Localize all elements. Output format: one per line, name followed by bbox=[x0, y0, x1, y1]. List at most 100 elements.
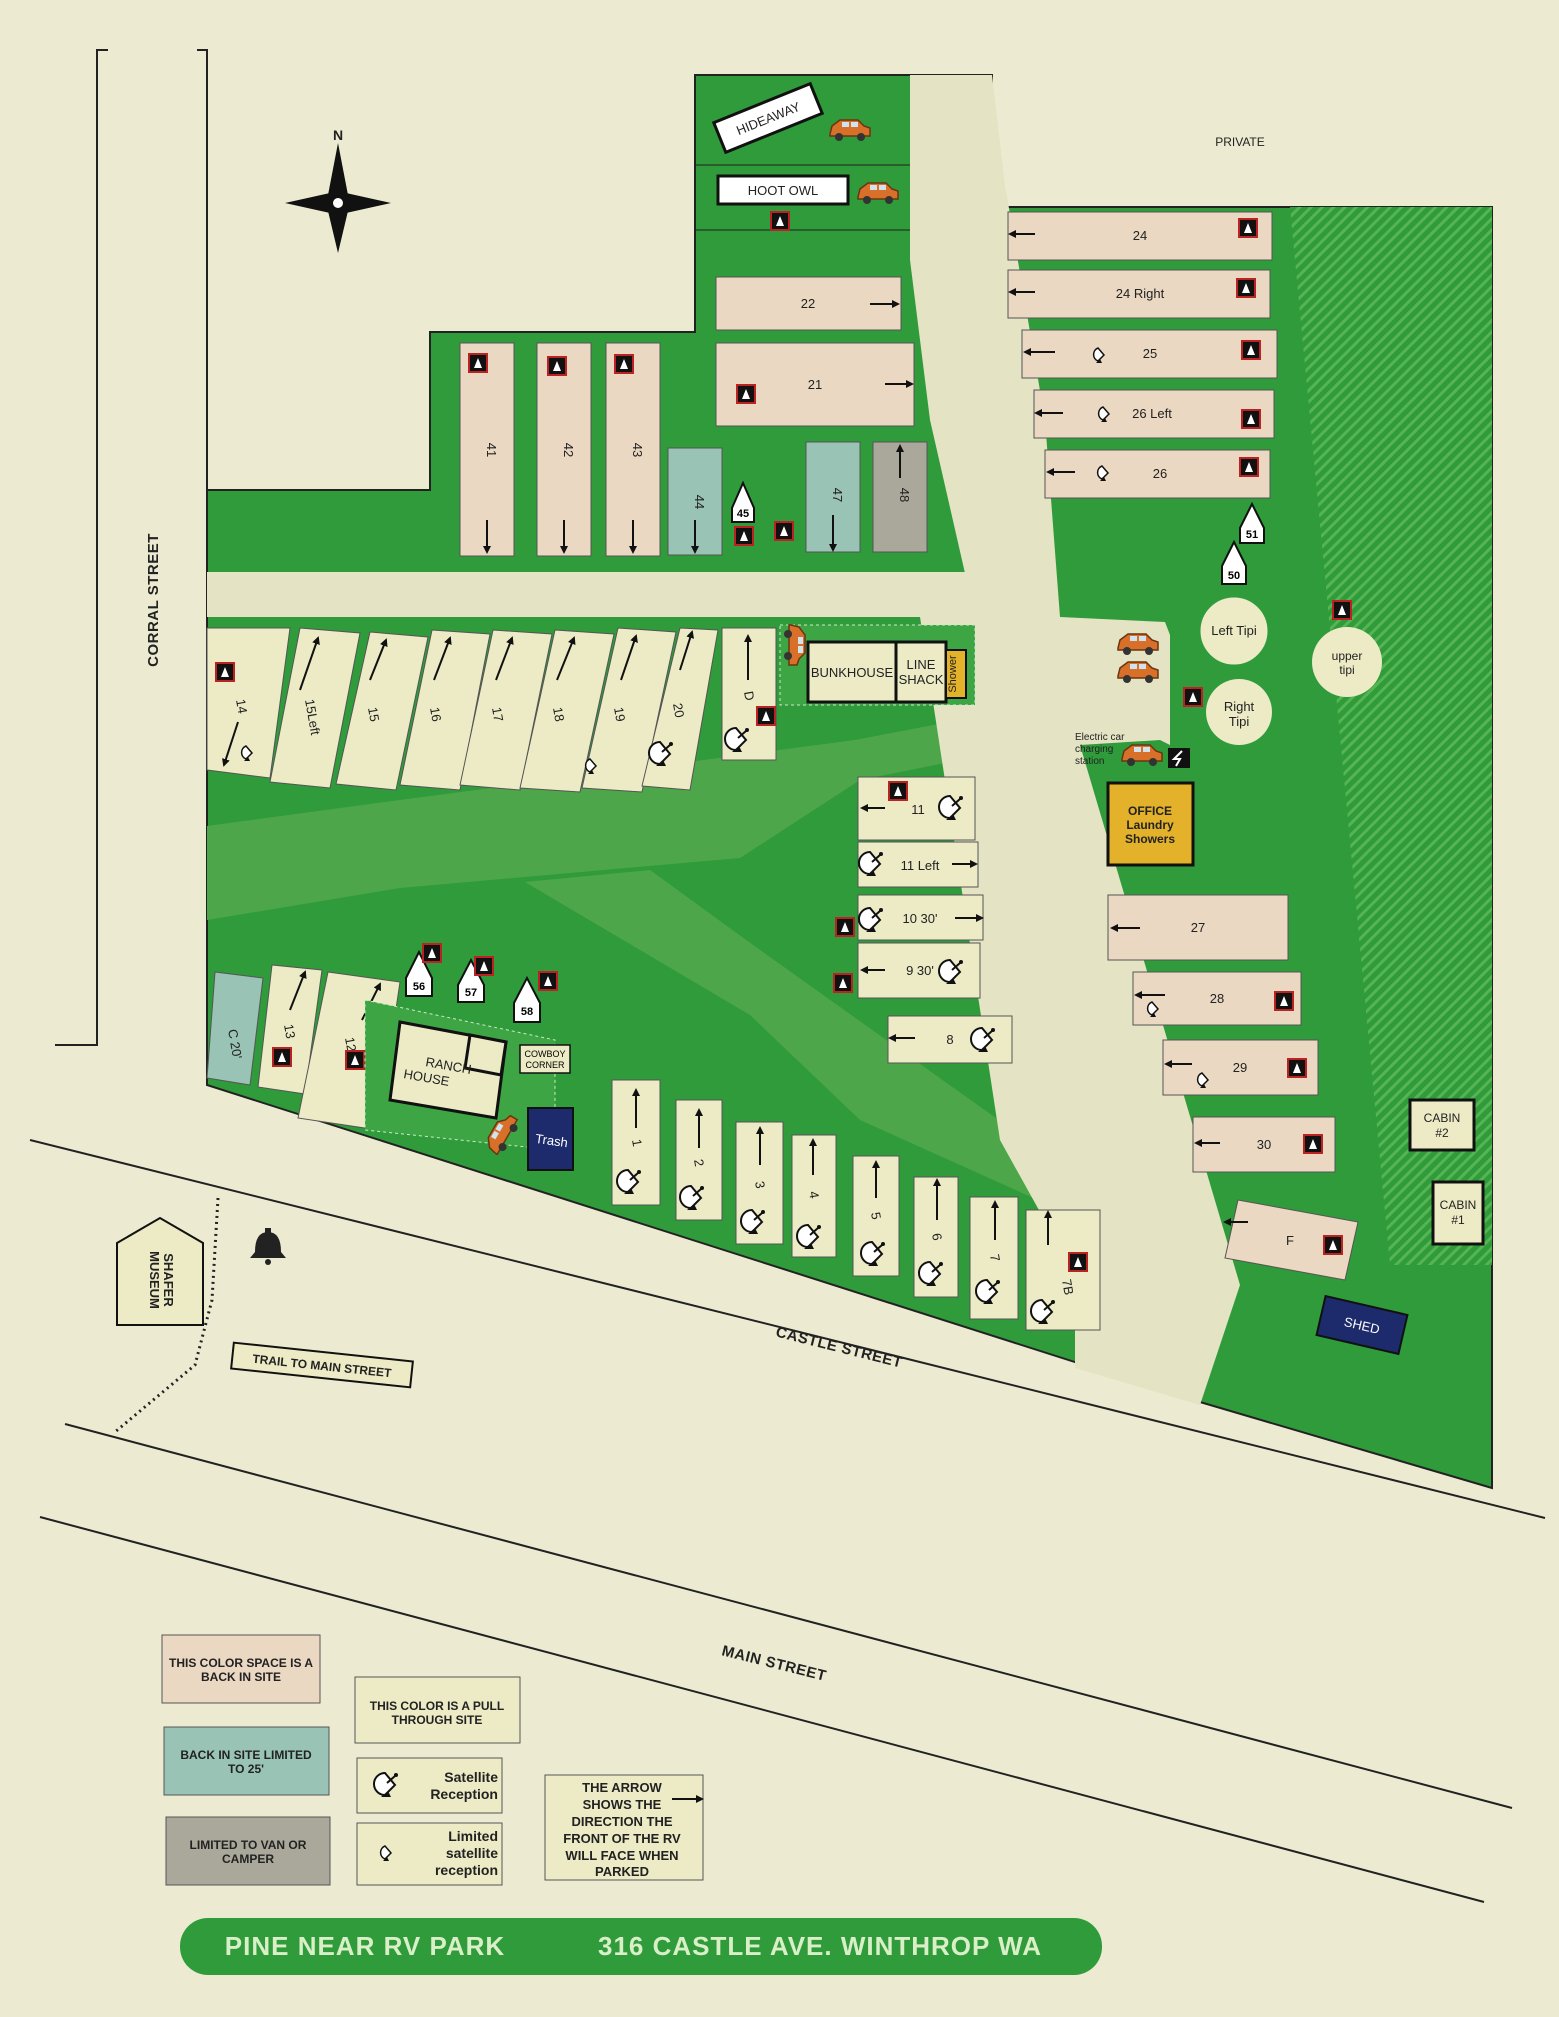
ranch-house[interactable]: RANCH HOUSE bbox=[388, 1020, 508, 1120]
site-D[interactable]: D bbox=[721, 627, 777, 761]
site-18-label: 18 bbox=[550, 706, 567, 723]
site-58[interactable]: 58 bbox=[513, 975, 541, 1023]
site-11-label: 11 bbox=[911, 802, 925, 817]
ev-charging-label-3: station bbox=[1075, 756, 1104, 767]
site-45[interactable]: 45 bbox=[731, 480, 755, 523]
site-56[interactable]: 56 bbox=[405, 949, 433, 997]
site-2[interactable]: 2 bbox=[675, 1099, 723, 1221]
site-10-30[interactable]: 10 30' bbox=[835, 894, 984, 941]
site-43-label: 43 bbox=[630, 443, 645, 457]
legend-van: LIMITED TO VAN OR CAMPER bbox=[165, 1816, 331, 1886]
site-C20[interactable]: C 20' bbox=[206, 971, 264, 1086]
site-7[interactable]: 7 bbox=[969, 1196, 1019, 1320]
site-20[interactable]: 20 bbox=[641, 627, 719, 791]
site-18[interactable]: 18 bbox=[519, 629, 615, 793]
site-24-label: 24 bbox=[1133, 228, 1147, 243]
site-20-label: 20 bbox=[670, 702, 687, 719]
line-shack-label-2: SHACK bbox=[899, 672, 944, 687]
cowboy-corner[interactable]: COWBOY CORNER bbox=[519, 1044, 571, 1074]
site-44[interactable]: 44 bbox=[667, 447, 723, 556]
site-27-label: 27 bbox=[1191, 920, 1205, 935]
upper-tipi[interactable]: upper tipi bbox=[1312, 627, 1382, 697]
cabin-1[interactable]: CABIN #1 bbox=[1431, 1180, 1485, 1246]
site-51[interactable]: 51 bbox=[1239, 501, 1265, 544]
site-6[interactable]: 6 bbox=[913, 1176, 959, 1298]
site-5[interactable]: 5 bbox=[852, 1155, 900, 1277]
left-tipi[interactable]: Left Tipi bbox=[1200, 597, 1268, 665]
trash-area[interactable]: Trash bbox=[527, 1107, 574, 1171]
site-F-label: F bbox=[1286, 1233, 1294, 1248]
site-26-label: 26 bbox=[1153, 466, 1167, 481]
shafer-museum[interactable]: SHAFER MUSEUM bbox=[116, 1216, 204, 1326]
site-47[interactable]: 47 bbox=[805, 441, 861, 553]
legend-limited-satellite: Limited satellite reception bbox=[356, 1822, 503, 1886]
right-tipi-label: Right bbox=[1224, 699, 1255, 714]
bunkhouse[interactable]: BUNKHOUSE bbox=[806, 640, 898, 704]
site-9-30[interactable]: 9 30' bbox=[833, 942, 981, 999]
campfire-icon bbox=[1332, 600, 1352, 620]
site-3-label: 3 bbox=[752, 1180, 768, 1190]
laundry-label: Laundry bbox=[1126, 818, 1174, 832]
upper-tipi-label: upper bbox=[1332, 649, 1363, 663]
site-43[interactable]: 43 bbox=[605, 342, 661, 557]
site-13[interactable]: 13 bbox=[257, 964, 323, 1095]
site-29[interactable]: 29 bbox=[1162, 1039, 1319, 1096]
bunkhouse-label: BUNKHOUSE bbox=[811, 665, 894, 680]
castle-street-edge-south bbox=[29, 1139, 1546, 1519]
shower-building[interactable]: Shower bbox=[945, 649, 967, 699]
site-24-right[interactable]: 24 Right bbox=[1007, 269, 1271, 319]
legend-arrow-text-2: SHOWS THE bbox=[583, 1797, 662, 1812]
office-building[interactable]: OFFICE Laundry Showers bbox=[1106, 781, 1195, 867]
site-26-left[interactable]: 26 Left bbox=[1033, 389, 1275, 439]
site-14[interactable]: 14 bbox=[206, 627, 291, 779]
site-27[interactable]: 27 bbox=[1107, 894, 1289, 961]
site-26[interactable]: 26 bbox=[1044, 449, 1271, 499]
site-7B[interactable]: 7B bbox=[1025, 1209, 1101, 1331]
legend: THIS COLOR SPACE IS A BACK IN SITE BACK … bbox=[161, 1634, 704, 1886]
site-42[interactable]: 42 bbox=[536, 342, 592, 557]
site-30[interactable]: 30 bbox=[1192, 1116, 1336, 1173]
site-41[interactable]: 41 bbox=[459, 342, 515, 557]
site-8[interactable]: 8 bbox=[887, 1015, 1013, 1064]
site-1[interactable]: 1 bbox=[611, 1079, 661, 1206]
site-48[interactable]: 48 bbox=[872, 441, 928, 553]
site-29-label: 29 bbox=[1233, 1060, 1247, 1075]
line-shack[interactable]: LINE SHACK bbox=[894, 640, 948, 704]
private-label: PRIVATE bbox=[1215, 135, 1265, 149]
site-C20-label: C 20' bbox=[225, 1028, 245, 1060]
campfire-icon bbox=[474, 956, 494, 976]
legend-limited-text-2: satellite bbox=[446, 1845, 498, 1861]
showers-label: Showers bbox=[1125, 832, 1175, 846]
right-tipi[interactable]: Right Tipi bbox=[1206, 679, 1272, 745]
site-3[interactable]: 3 bbox=[735, 1121, 784, 1245]
site-19-label: 19 bbox=[611, 706, 628, 723]
site-24[interactable]: 24 bbox=[1007, 211, 1273, 261]
site-25[interactable]: 25 bbox=[1021, 329, 1278, 379]
site-50[interactable]: 50 bbox=[1221, 539, 1247, 585]
site-11-left[interactable]: 11 Left bbox=[857, 841, 979, 888]
cabin-2[interactable]: CABIN #2 bbox=[1408, 1098, 1476, 1152]
site-15-left[interactable]: 15Left bbox=[269, 627, 361, 789]
line-shack-label-1: LINE bbox=[907, 657, 936, 672]
park-road-main bbox=[207, 572, 1240, 1405]
site-17[interactable]: 17 bbox=[459, 629, 553, 791]
park-name: PINE NEAR RV PARK bbox=[225, 1931, 505, 1961]
site-15[interactable]: 15 bbox=[335, 631, 429, 791]
legend-back-in-25-text-1: BACK IN SITE LIMITED bbox=[180, 1748, 312, 1762]
site-F[interactable]: F bbox=[1223, 1199, 1359, 1281]
legend-arrow-text-6: PARKED bbox=[595, 1864, 649, 1879]
shed[interactable]: SHED bbox=[1315, 1294, 1409, 1356]
trash-label: Trash bbox=[534, 1131, 569, 1150]
site-28[interactable]: 28 bbox=[1132, 971, 1302, 1026]
corral-street-edge-west bbox=[55, 49, 108, 1046]
site-57[interactable]: 57 bbox=[457, 957, 485, 1003]
site-10-30-label: 10 30' bbox=[902, 911, 937, 926]
museum-label-1: SHAFER bbox=[161, 1253, 176, 1307]
site-56-label: 56 bbox=[413, 981, 425, 993]
site-19[interactable]: 19 bbox=[581, 627, 677, 793]
ev-charger-bolt-icon bbox=[1171, 750, 1183, 767]
site-11[interactable]: 11 bbox=[857, 776, 976, 841]
legend-back-in-text-1: THIS COLOR SPACE IS A bbox=[169, 1656, 313, 1670]
site-4[interactable]: 4 bbox=[791, 1134, 837, 1258]
